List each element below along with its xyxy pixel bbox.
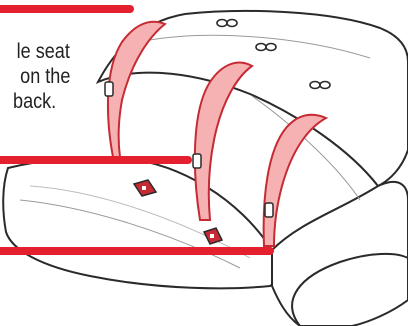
strap-buckle-icon <box>193 154 201 168</box>
callout-bar-middle <box>0 156 188 164</box>
caption-line-2: on the <box>20 65 70 89</box>
strap-buckle-icon <box>265 203 273 217</box>
callout-bar-middle-end <box>184 156 192 164</box>
caption-line-3: back. <box>13 90 56 114</box>
strap-buckle-icon <box>105 82 113 96</box>
seat-base <box>3 157 278 288</box>
callout-bar-top-end <box>126 5 134 13</box>
callout-bar-bottom <box>0 247 270 255</box>
caption-line-1: le seat <box>17 40 70 64</box>
callout-bar-top <box>0 5 130 13</box>
callout-bar-bottom-end <box>266 247 274 255</box>
